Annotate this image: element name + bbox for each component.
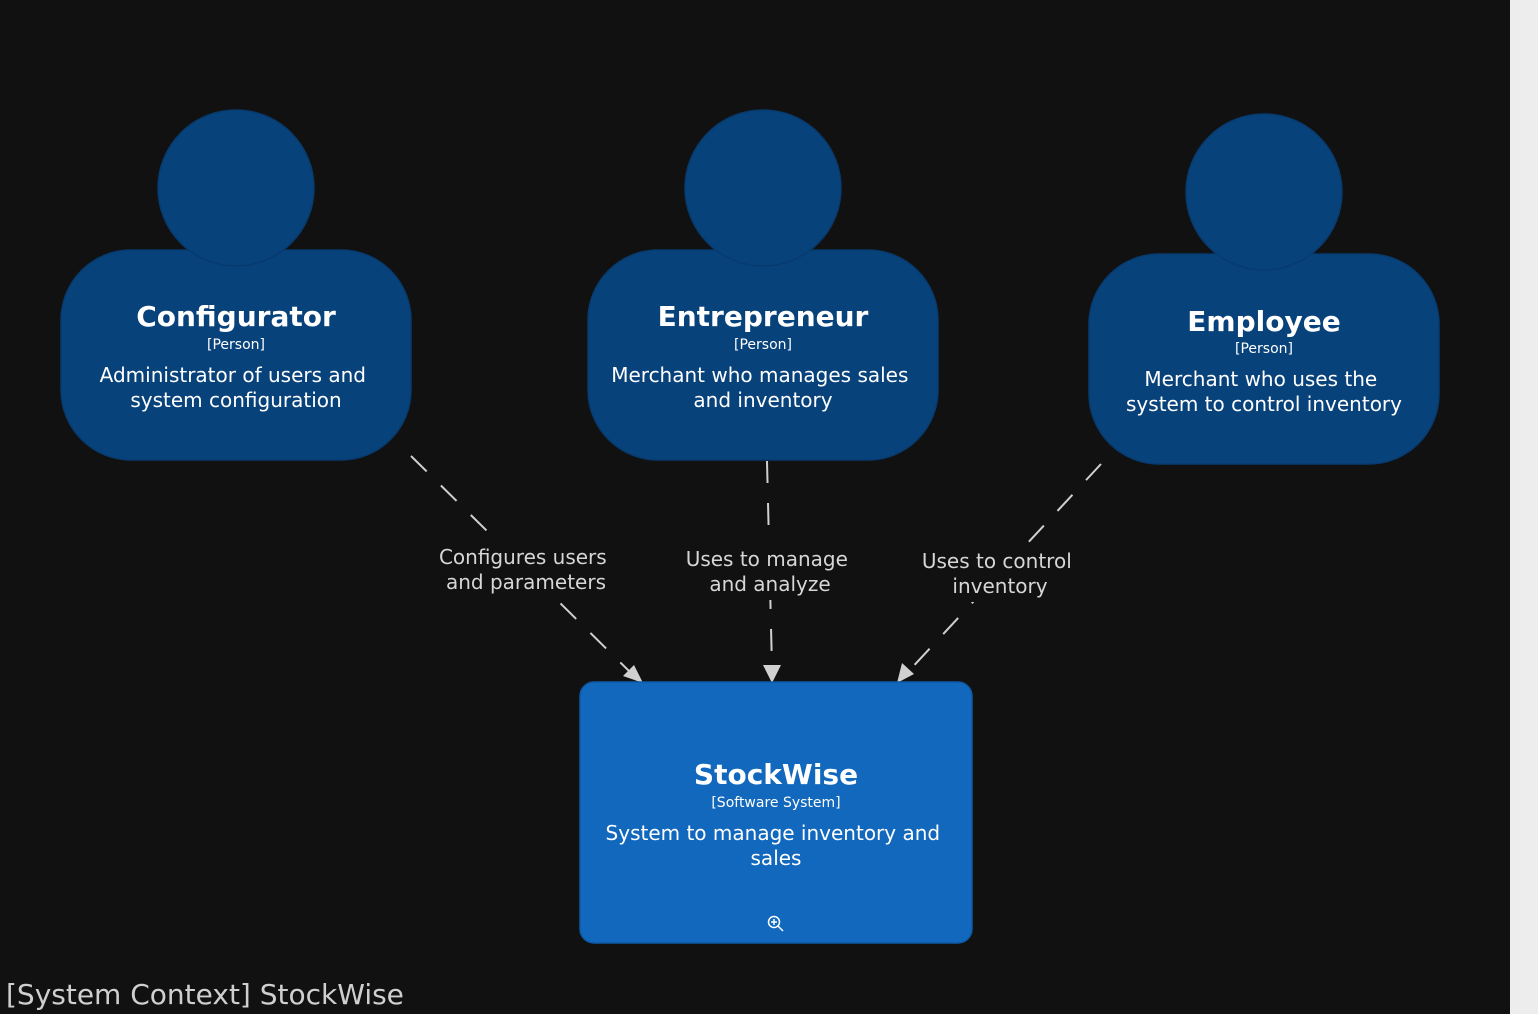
relationship-employee[interactable]: Uses to control inventory [897,463,1102,683]
arrow-head [763,665,781,683]
person-description: Merchant who uses the system to control … [1126,367,1402,416]
arrow-head [623,665,643,683]
diagram-title: [System Context] StockWise [6,978,404,1011]
person-type: [Person] [734,337,792,353]
person-head [684,109,842,267]
relationship-entrepreneur[interactable]: Uses to manage and analyze [686,460,855,683]
relationship-configurator[interactable]: Configures users and parameters [410,455,643,683]
person-body [1088,253,1440,465]
person-body [587,249,939,461]
person-head [1185,113,1343,271]
edge-label: Configures users and parameters [439,545,613,594]
person-description: Merchant who manages sales and inventory [611,363,915,412]
vertical-scrollbar[interactable] [1510,0,1538,1014]
person-employee[interactable]: Employee [Person] Merchant who uses the … [1088,113,1440,465]
person-configurator[interactable]: Configurator [Person] Administrator of u… [60,109,412,461]
zoom-in-icon[interactable] [767,915,784,932]
person-body [60,249,412,461]
system-description: System to manage inventory and sales [606,821,947,870]
system-box [579,681,973,944]
person-head [157,109,315,267]
person-type: [Person] [1235,341,1293,357]
edge-label-background [686,544,854,600]
arrow-head [897,663,914,683]
system-type: [Software System] [711,795,840,811]
person-type: [Person] [207,337,265,353]
person-name: Employee [1187,305,1340,338]
software-system-stockwise[interactable]: StockWise [Software System] System to ma… [579,681,973,944]
person-entrepreneur[interactable]: Entrepreneur [Person] Merchant who manag… [587,109,939,461]
person-name: Entrepreneur [658,300,869,333]
edge-line [410,455,631,673]
edge-label-background [440,542,612,598]
edge-label: Uses to control inventory [922,549,1078,598]
edge-label: Uses to manage and analyze [686,547,855,596]
edge-label-background [920,546,1080,602]
person-description: Administrator of users and system config… [100,363,373,412]
system-name: StockWise [694,758,858,791]
person-name: Configurator [136,300,336,333]
